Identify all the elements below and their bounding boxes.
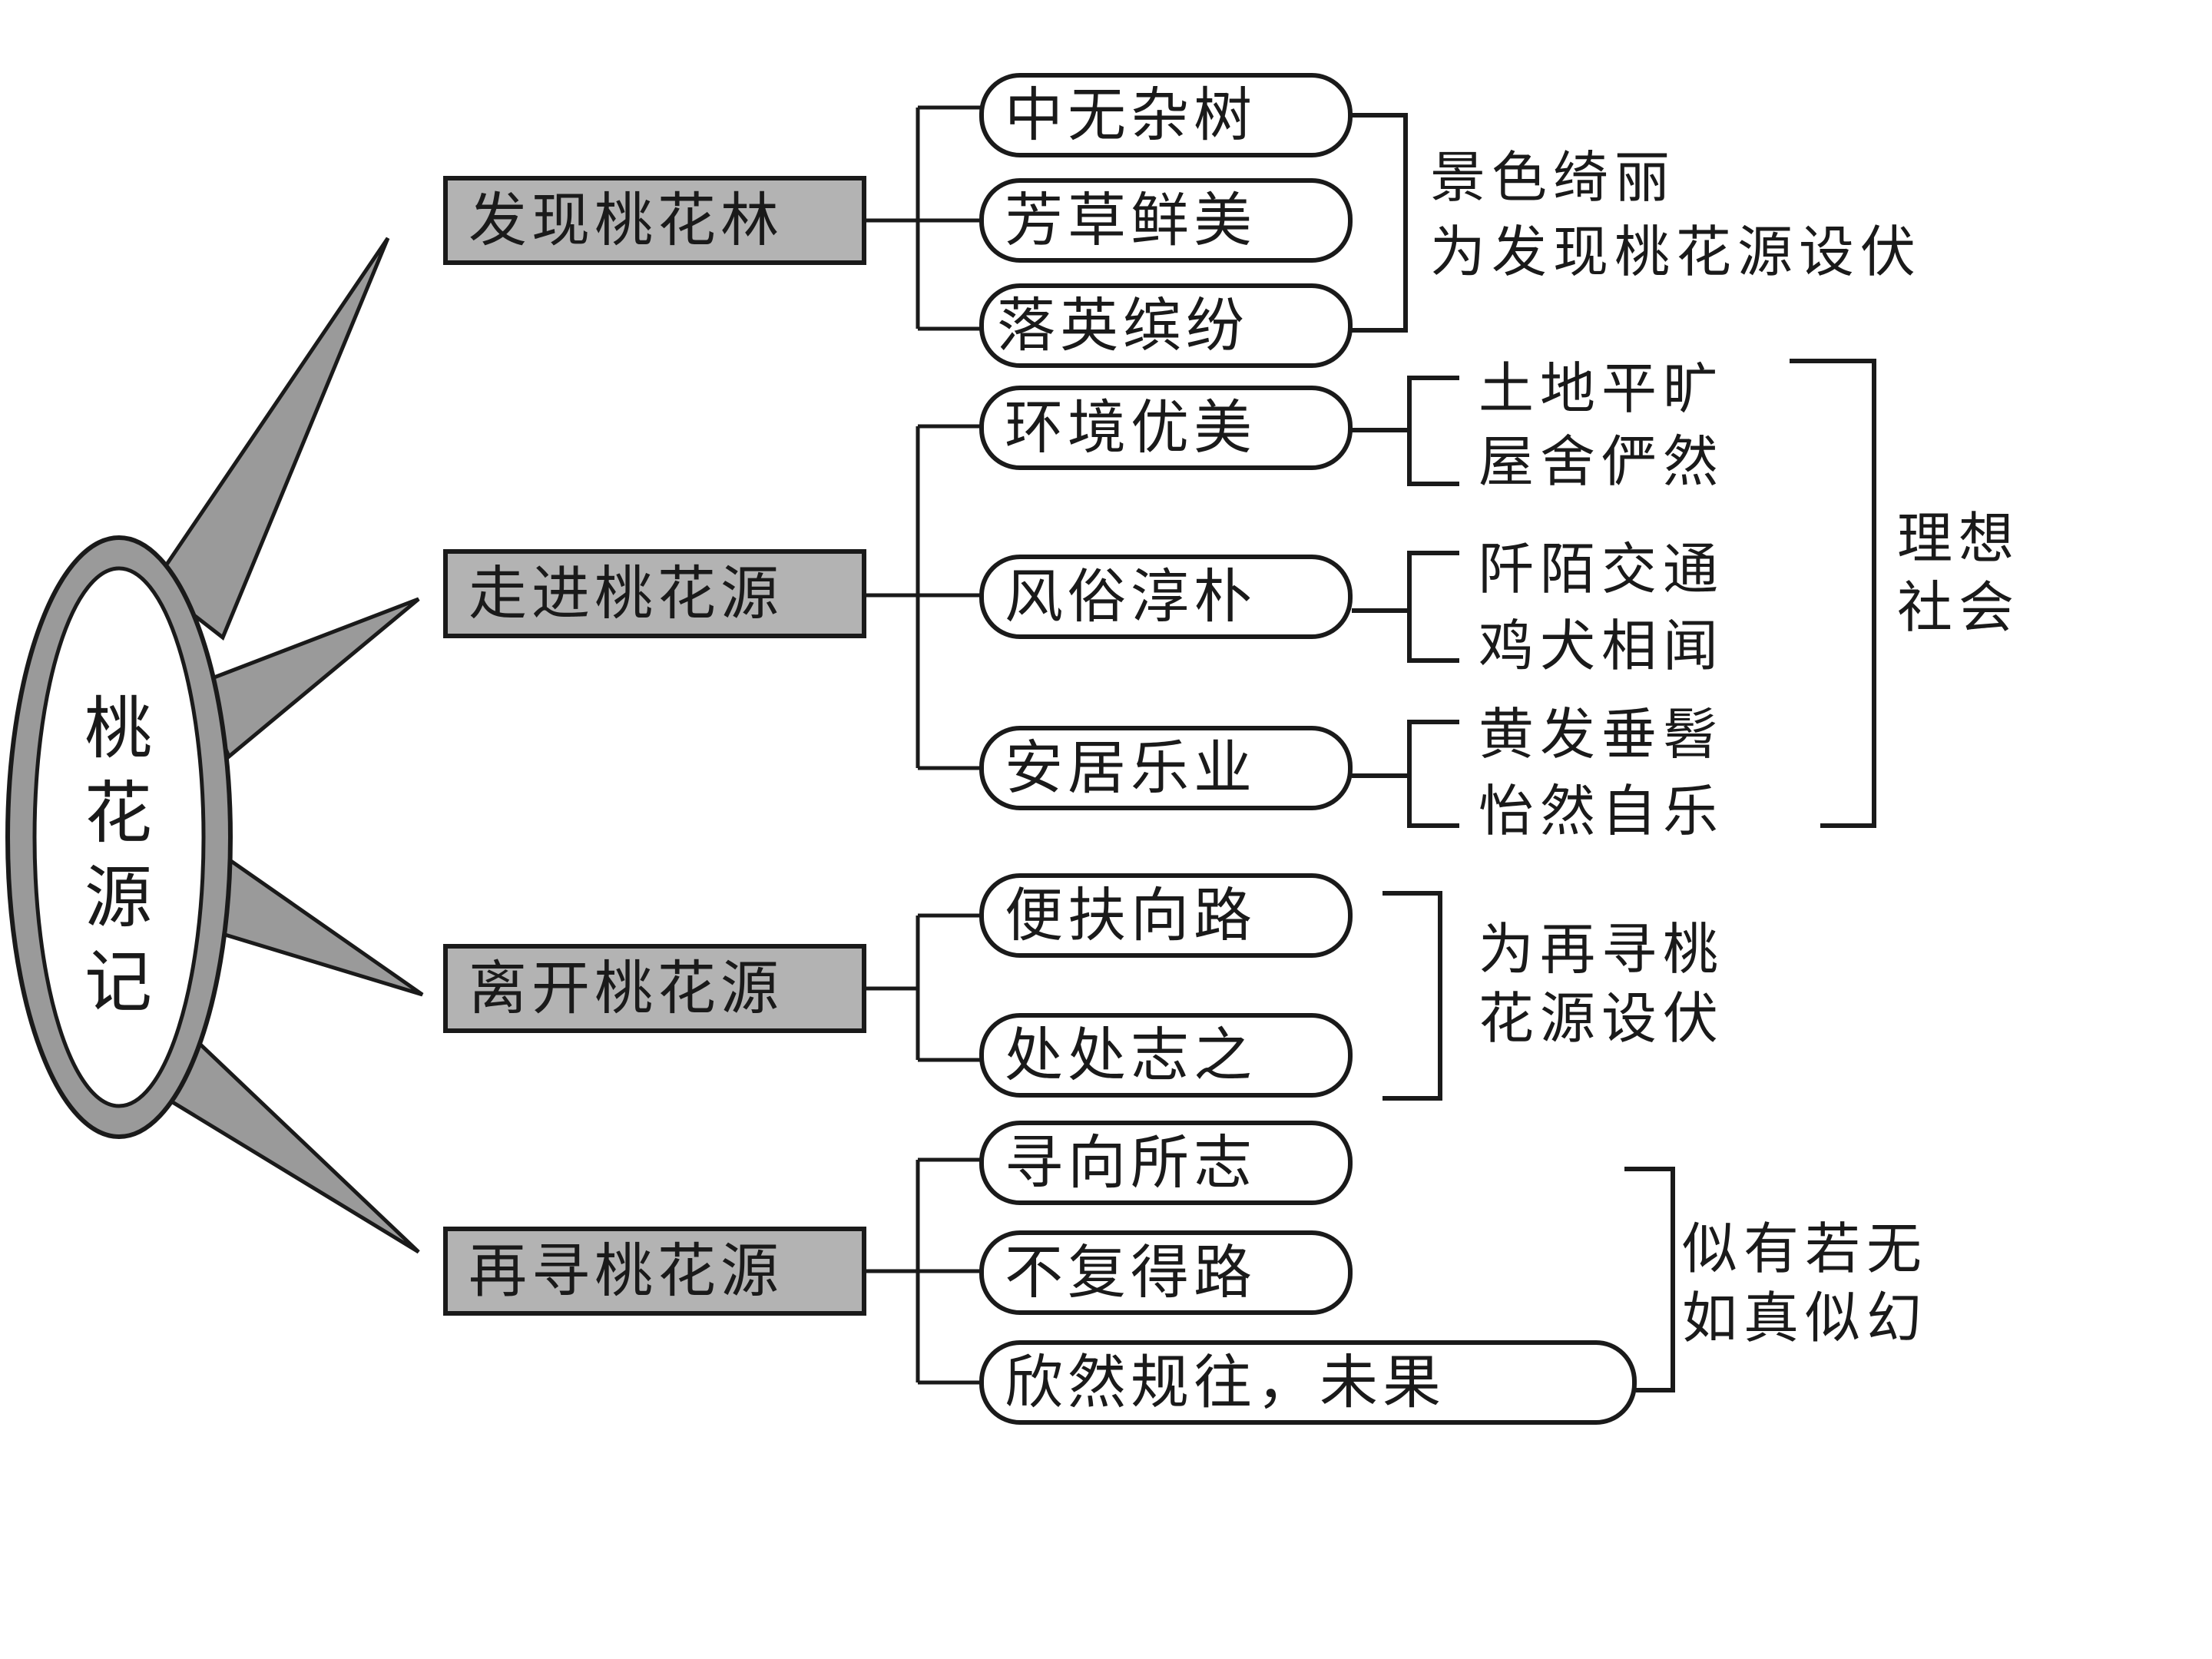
connector-1 [864,105,982,331]
spike-1 [151,237,390,641]
item-1-3: 落英缤纷 [997,291,1249,359]
bracket-4 [1624,1167,1675,1392]
pill-4-2 [979,1230,1353,1315]
bracket-3 [1382,891,1442,1101]
note-2-2-a: 阡陌交通 [1479,537,1725,601]
connector-3 [864,913,982,1062]
bracket-2-outer [1790,359,1876,828]
pill-1-1 [979,73,1353,157]
item-2-1: 环境优美 [1005,393,1257,462]
pill-1-3 [979,283,1353,368]
note-2-1-a: 土地平旷 [1479,356,1725,421]
note-2-2-b: 鸡犬相闻 [1479,614,1725,678]
item-1-1: 中无杂树 [1005,81,1257,149]
note-3-1: 为再寻桃 [1479,917,1725,982]
pill-4-1 [979,1121,1353,1205]
item-4-2: 不复得路 [1005,1238,1257,1306]
connector-2 [864,424,982,770]
item-2-3: 安居乐业 [1005,733,1257,802]
pill-4-3 [979,1340,1637,1425]
brackets [1352,113,1876,1392]
section-boxes [443,176,866,1316]
pill-3-1 [979,873,1353,958]
note-2-outer-2: 社会 [1897,575,2021,640]
section-label-2: 走进桃花源 [469,559,783,628]
title-char-1: 桃 [84,689,153,768]
item-4-3: 欣然规往，未果 [1005,1348,1445,1416]
spike-3 [205,849,424,997]
note-2-1-b: 屋舍俨然 [1479,429,1725,494]
item-4-1: 寻向所志 [1005,1128,1257,1197]
pill-2-3 [979,726,1353,810]
pill-1-2 [979,178,1353,263]
note-4-2: 如真似幻 [1682,1286,1929,1350]
note-2-3-b: 怡然自乐 [1479,779,1725,843]
note-4-1: 似有若无 [1682,1217,1929,1281]
item-1-2: 芳草鲜美 [1005,186,1257,254]
bracket-2-3 [1352,720,1459,828]
bracket-2-1 [1352,376,1459,486]
title-char-3: 源 [84,858,153,937]
section-label-3: 离开桃花源 [469,954,783,1022]
note-1-1: 景色绮丽 [1430,145,1677,210]
pill-2-2 [979,555,1353,639]
pill-3-2 [979,1013,1353,1098]
item-pills [979,73,1637,1425]
spikes [151,237,424,1254]
connector-4 [864,1157,982,1385]
center-oval [5,535,233,1139]
title-char-2: 花 [84,773,153,853]
connectors [864,105,982,1385]
note-2-outer-1: 理想 [1897,506,2021,571]
note-1-2: 为发现桃花源设伏 [1430,220,1922,284]
title-char-4: 记 [84,942,153,1022]
section-label-1: 发现桃花林 [469,186,783,254]
item-2-2: 风俗淳朴 [1005,562,1257,631]
pill-2-1 [979,386,1353,470]
bracket-1 [1352,113,1408,333]
spike-2 [195,597,420,760]
item-3-1: 便扶向路 [1005,881,1257,949]
item-3-2: 处处志之 [1005,1021,1257,1089]
bracket-2-2 [1352,551,1459,663]
note-3-2: 花源设伏 [1479,986,1725,1051]
note-2-3-a: 黄发垂髫 [1479,702,1725,767]
section-label-4: 再寻桃花源 [469,1237,783,1305]
